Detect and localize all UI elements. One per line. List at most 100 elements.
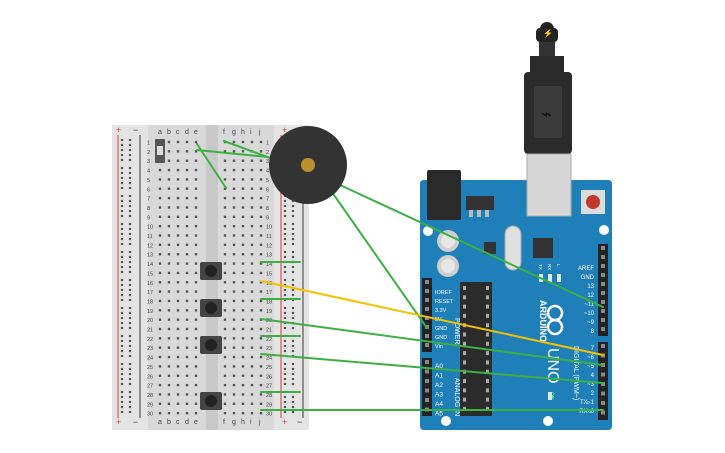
column-label: j [258, 129, 261, 136]
push-button[interactable] [200, 336, 222, 354]
column-label: g [232, 419, 236, 426]
row-label: 30 [266, 412, 272, 418]
row-label: 30 [147, 412, 153, 418]
row-label: 27 [266, 384, 272, 390]
column-label: e [194, 419, 198, 426]
row-label: 12 [147, 243, 153, 249]
on-label: ON [548, 392, 554, 400]
rail-plus-label: + [116, 417, 121, 427]
row-label: 19 [266, 309, 272, 315]
pin-label: 12 [587, 293, 594, 299]
row-label: 20 [147, 318, 153, 324]
row-label: 1 [266, 141, 269, 147]
wire [260, 353, 604, 384]
column-label: i [250, 419, 252, 426]
row-label: 18 [266, 299, 272, 305]
row-label: 3 [147, 159, 150, 165]
wire-yellow [260, 280, 604, 356]
row-label: 8 [147, 206, 150, 212]
row-label: 18 [147, 299, 153, 305]
column-label: b [167, 129, 171, 136]
pin-label: Vin [435, 344, 443, 350]
wire [333, 194, 428, 329]
column-label: c [176, 129, 180, 136]
row-label: 17 [147, 290, 153, 296]
wire [223, 140, 271, 159]
row-label: 15 [147, 271, 153, 277]
usb-bolt-icon: ⚡ [543, 28, 553, 38]
row-label: 7 [266, 197, 269, 203]
column-label: i [250, 129, 252, 136]
row-label: 6 [266, 187, 269, 193]
rail-plus-label: + [116, 125, 121, 135]
row-label: 21 [147, 328, 153, 334]
pin-label: RESET [435, 299, 454, 305]
pin-label: A0 [435, 363, 443, 370]
row-label: 28 [266, 393, 272, 399]
row-label: 19 [147, 309, 153, 315]
push-button[interactable] [200, 262, 222, 280]
row-label: 22 [266, 337, 272, 343]
piezo-buzzer[interactable] [269, 126, 347, 204]
pin-label: ~3 [587, 382, 595, 388]
row-label: 13 [266, 253, 272, 259]
row-label: 5 [147, 178, 150, 184]
push-button[interactable] [200, 299, 222, 317]
pin-label: RX◃0 [579, 409, 594, 415]
row-label: 12 [266, 243, 272, 249]
row-label: 20 [266, 318, 272, 324]
pin-label: 7 [591, 346, 595, 352]
usb-icon: ⌁ [541, 104, 552, 124]
pin-label: AREF [578, 266, 594, 272]
row-label: 17 [266, 290, 272, 296]
row-label: 11 [147, 234, 153, 240]
row-label: 6 [147, 187, 150, 193]
column-label: e [194, 129, 198, 136]
row-label: 4 [266, 169, 269, 175]
analog-title: ANALOG IN [453, 378, 460, 416]
digital-title: DIGITAL (PWM~) [572, 346, 579, 400]
brand-label: ARDUINO [538, 300, 548, 342]
row-label: 8 [266, 206, 269, 212]
rail-plus-label: + [282, 125, 287, 135]
microcontroller-pins [463, 286, 489, 411]
row-label: 10 [147, 225, 153, 231]
led-label: TX [538, 264, 543, 270]
rail-minus-label: − [133, 417, 138, 427]
row-label: 2 [266, 150, 269, 156]
column-label: a [158, 419, 162, 426]
slide-switch[interactable] [155, 139, 165, 163]
led-label: L [556, 264, 561, 267]
pin-label: 13 [587, 284, 594, 290]
rail-minus-label: − [133, 125, 138, 135]
column-label: f [223, 129, 225, 136]
pin-label: A5 [435, 411, 443, 418]
row-label: 28 [147, 393, 153, 399]
push-button[interactable] [200, 392, 222, 410]
column-label: b [167, 419, 171, 426]
pin-label: ~10 [584, 311, 595, 317]
pin-label: A3 [435, 392, 443, 399]
column-label: a [158, 129, 162, 136]
row-label: 10 [266, 225, 272, 231]
pin-label: 8 [591, 329, 595, 335]
pin-label: GND [435, 326, 447, 332]
row-label: 27 [147, 384, 153, 390]
pin-label: 2 [591, 391, 595, 397]
pin-label: A1 [435, 373, 443, 380]
pin-label: ~6 [587, 355, 595, 361]
row-label: 1 [147, 141, 150, 147]
row-label: 13 [147, 253, 153, 259]
column-label: h [241, 129, 245, 136]
pin-label: A4 [435, 401, 443, 408]
row-label: 9 [266, 215, 269, 221]
column-label: d [185, 129, 189, 136]
row-label: 7 [147, 197, 150, 203]
column-label: f [223, 419, 225, 426]
